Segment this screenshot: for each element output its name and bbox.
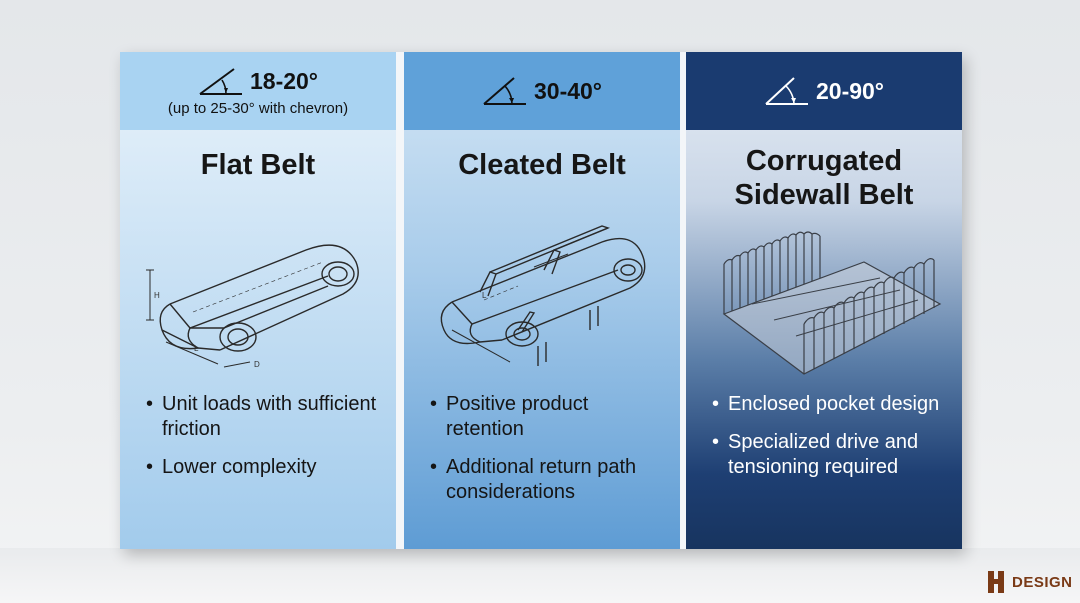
belt-title: Cleated Belt [458,149,626,181]
dim-length-label: L [482,291,487,300]
cleated-belt-illustration: L [440,225,646,366]
corrugated-sidewall-illustration [722,231,942,375]
angle-range: 30-40° [533,77,603,104]
logo-mark-icon [988,571,1004,593]
feature-list: Positive product retention Additional re… [430,392,670,518]
feature-item: Enclosed pocket design [712,392,952,417]
feature-list: Unit loads with sufficient friction Lowe… [146,392,386,493]
belt-title-line: Corrugated [745,145,903,177]
dim-diameter-label: D [254,360,260,369]
incline-angle-icon [765,77,808,105]
floor [0,548,1080,603]
feature-item: Unit loads with sufficient friction [146,392,386,442]
feature-list: Enclosed pocket design Specialized drive… [712,392,952,493]
dim-height-label: H [154,291,160,300]
belt-title-line: Sidewall Belt [734,179,914,211]
belt-title: Corrugated Sidewall Belt [686,144,962,212]
angle-range: 20-90° [815,77,885,104]
incline-angle-icon [483,77,526,105]
feature-item: Lower complexity [146,455,386,480]
belt-title: Flat Belt [200,149,316,181]
panel-corrugated-sidewall-belt: 20-90° Corrugated Sidewall Belt Enclose [686,52,962,549]
incline-angle-icon [199,68,242,95]
angle-header-flat: 18-20° (up to 25-30° with chevron) [120,52,396,130]
panel-divider [680,52,686,549]
panel-flat-belt: 18-20° (up to 25-30° with chevron) Flat … [120,52,396,549]
feature-item: Additional return path considerations [430,455,670,505]
flat-belt-illustration: H L D [146,244,359,369]
panel-cleated-belt: 30-40° Cleated Belt [404,52,680,549]
angle-range: 18-20° [249,67,319,94]
feature-item: Specialized drive and tensioning require… [712,430,952,480]
angle-header-corrugated: 20-90° [686,52,962,130]
comparison-board: 18-20° (up to 25-30° with chevron) Flat … [120,52,962,549]
logo-wordmark: DESIGN [1012,573,1073,591]
feature-item: Positive product retention [430,392,670,442]
brand-logo: DESIGN [986,565,1076,599]
panel-divider [396,52,404,549]
angle-header-cleated: 30-40° [404,52,680,130]
dim-length-label: L [194,344,199,353]
angle-note: (up to 25-30° with chevron) [167,100,349,117]
